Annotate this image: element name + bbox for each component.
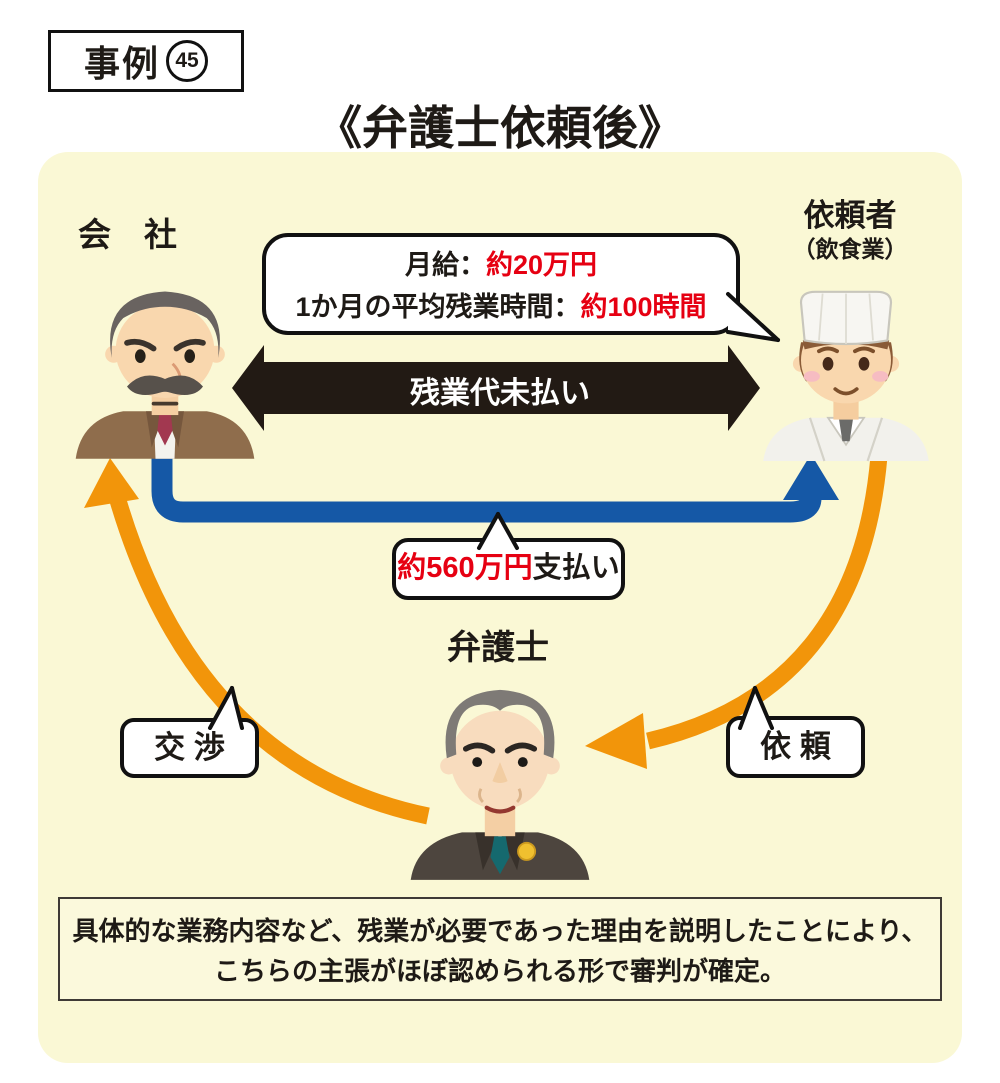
lawyer-eye-left	[472, 757, 483, 768]
lawyer-badge	[517, 841, 537, 861]
payment-value: 約560万円	[397, 552, 533, 584]
chef-coat-seam-right	[866, 417, 884, 462]
request-arrow	[646, 455, 888, 750]
payment-arrow	[151, 450, 822, 523]
payment-suffix: 支払い	[532, 552, 620, 584]
chef-brow-left	[817, 346, 839, 354]
lawyer-nose	[492, 762, 508, 783]
lawyer-wrinkles	[478, 788, 522, 804]
chef-coat-seam-left	[808, 417, 826, 462]
chef-tie	[838, 417, 854, 442]
conditions-bubble: 月給：約20万円 1か月の平均残業時間：約100時間	[262, 233, 740, 335]
lawyer-eye-right	[517, 757, 528, 768]
chef-blush-right	[872, 371, 889, 382]
lawyer-mouth	[484, 805, 516, 814]
chef-mouth	[833, 387, 859, 396]
lawyer-brow-left	[462, 742, 496, 754]
chef-blush-left	[803, 371, 820, 382]
request-arrowhead	[585, 713, 647, 769]
conditions-line2-prefix: 1か月の平均残業時間：	[295, 292, 581, 322]
request-bubble-tail	[738, 686, 774, 730]
lawyer-brow-right	[504, 742, 538, 754]
client-avatar	[763, 290, 929, 462]
company-eye-left	[134, 349, 146, 363]
unpaid-overtime-label: 残業代未払い	[410, 377, 590, 410]
lawyer-avatar	[410, 689, 590, 880]
company-label: 会 社	[78, 216, 177, 253]
summary-box: 具体的な業務内容など、残業が必要であった理由を説明したことにより、 こちらの主張…	[58, 897, 942, 1001]
company-brow-right	[173, 338, 206, 352]
client-sublabel: （飲食業）	[792, 236, 908, 262]
lawyer-tie	[490, 836, 510, 875]
company-face	[115, 302, 215, 398]
negotiation-bubble-tail	[208, 686, 244, 730]
payment-bubble: 約560万円支払い	[392, 538, 625, 600]
chef-brow-right	[853, 346, 875, 354]
summary-line1: 具体的な業務内容など、残業が必要であった理由を説明したことにより、	[72, 916, 928, 946]
lawyer-face	[450, 710, 550, 810]
company-avatar	[75, 291, 255, 459]
conditions-bubble-tail	[726, 292, 780, 342]
lawyer-label: 弁護士	[447, 629, 549, 667]
conditions-line1-prefix: 月給：	[404, 250, 486, 280]
company-eye-right	[184, 349, 196, 363]
company-hair	[110, 291, 220, 359]
case-number-badge: 事例 45	[48, 30, 244, 92]
lawyer-hair	[445, 689, 555, 759]
case-badge-label: 事例	[83, 43, 160, 84]
unpaid-overtime-arrow	[232, 345, 760, 431]
company-mustache	[127, 375, 203, 396]
conditions-line2: 1か月の平均残業時間：約100時間	[266, 286, 736, 328]
conditions-line2-value: 約100時間	[580, 292, 707, 322]
company-tie	[157, 413, 173, 446]
page-title: 《弁護士依頼後》	[316, 102, 684, 154]
chef-eye-left	[822, 356, 834, 371]
conditions-line1-value: 約20万円	[485, 250, 598, 280]
conditions-line1: 月給：約20万円	[266, 244, 736, 286]
company-brow-left	[124, 338, 157, 352]
payment-bubble-tail	[477, 512, 519, 552]
summary-line2: こちらの主張がほぼ認められる形で審判が確定。	[213, 956, 786, 986]
client-label: 依頼者	[803, 198, 897, 233]
chef-hat-creases	[818, 293, 874, 344]
payment-arrowhead	[783, 454, 839, 500]
chef-eye-right	[858, 356, 870, 371]
case-number-circle: 45	[166, 40, 208, 82]
negotiation-arrowhead	[84, 458, 139, 508]
